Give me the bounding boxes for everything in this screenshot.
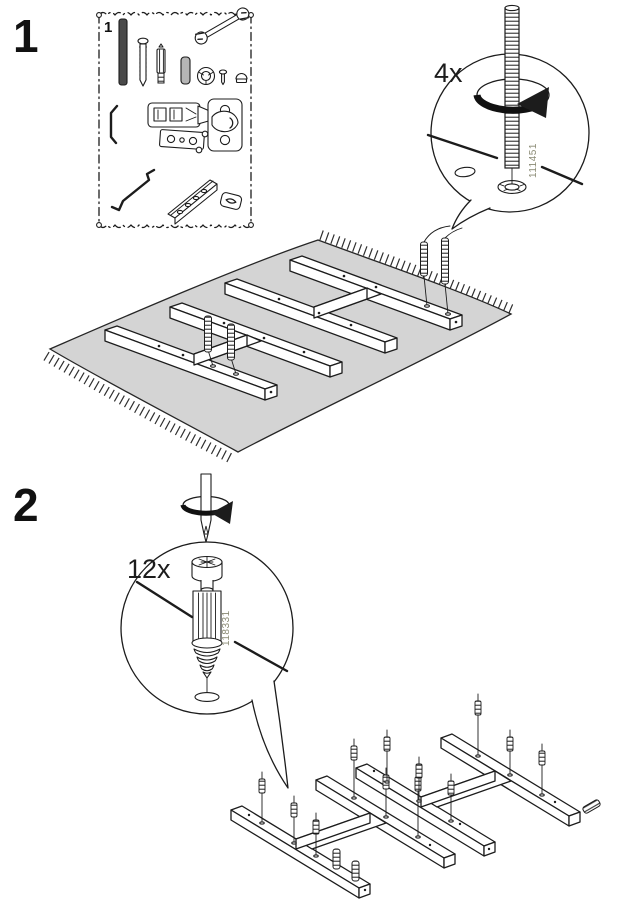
dowel-pin bbox=[350, 738, 358, 800]
dowel-pin bbox=[538, 743, 546, 797]
dowel-pins bbox=[258, 693, 546, 858]
step-number: 2 bbox=[13, 479, 39, 531]
wrench-icon bbox=[194, 7, 250, 45]
cam-lock-icon bbox=[196, 66, 216, 86]
clip-icon bbox=[219, 192, 243, 210]
pilot-hole bbox=[497, 180, 527, 194]
dowel-pin bbox=[382, 767, 390, 819]
detail-bubble: 12x 118331 bbox=[120, 541, 294, 789]
parts-box-label: 1 bbox=[104, 19, 112, 36]
rod-stub bbox=[332, 848, 360, 882]
box-corner bbox=[96, 12, 102, 18]
quantity-label: 4x bbox=[434, 58, 463, 88]
allen-key-icon bbox=[109, 104, 119, 145]
oblong-hole bbox=[454, 166, 476, 178]
bent-rod-icon bbox=[110, 168, 156, 212]
threaded-rod-pin bbox=[204, 315, 216, 368]
parts-box-border bbox=[98, 11, 252, 229]
bubble-tail bbox=[251, 680, 289, 789]
box-corner bbox=[96, 222, 102, 228]
drawer-rail-icon bbox=[167, 179, 218, 225]
dowel-large bbox=[191, 555, 223, 702]
dowel-pin bbox=[258, 771, 266, 825]
parts-box: 1 bbox=[96, 7, 254, 229]
part-number-label: 111451 bbox=[528, 143, 539, 178]
dowel-screw-icon bbox=[156, 43, 166, 84]
threaded-rod-icon bbox=[118, 18, 128, 86]
hinge-plate-icon bbox=[207, 98, 243, 152]
mounting-rail-icon bbox=[159, 129, 209, 154]
rotation-arrow-icon bbox=[473, 87, 549, 118]
frame-right bbox=[355, 733, 581, 857]
threaded-rod-pin bbox=[227, 323, 239, 376]
box-corner bbox=[248, 12, 254, 18]
box-corner bbox=[248, 222, 254, 228]
small-screw-icon bbox=[218, 69, 228, 86]
panel-edge-lines bbox=[426, 133, 584, 186]
detail-bubble: 4x 111451 bbox=[426, 4, 590, 230]
threaded-rod-pin bbox=[420, 225, 451, 308]
frame-left bbox=[230, 775, 456, 899]
cap-nut-icon bbox=[235, 73, 248, 84]
quantity-label: 12x bbox=[127, 554, 171, 584]
bubble-tail bbox=[451, 199, 491, 230]
dowel-pin bbox=[506, 729, 514, 777]
dowel-pin bbox=[383, 729, 391, 784]
rotation-arrow-icon bbox=[180, 501, 233, 524]
part-number-label: 118331 bbox=[221, 610, 232, 646]
rod-stub bbox=[582, 799, 601, 814]
countersunk-screw-icon bbox=[137, 37, 149, 87]
panel-edge-lines bbox=[135, 580, 289, 673]
step-2: 2 bbox=[13, 473, 601, 899]
dowel-pin bbox=[312, 812, 320, 858]
screwdriver-icon bbox=[180, 473, 233, 543]
hinge-icon bbox=[147, 102, 213, 128]
step-number: 1 bbox=[13, 10, 39, 62]
dowel-pin bbox=[290, 795, 298, 845]
threaded-rod-pin bbox=[441, 227, 463, 316]
dowel-pin bbox=[447, 773, 455, 823]
dowel-pin bbox=[474, 693, 482, 758]
wood-dowel-icon bbox=[180, 56, 191, 85]
step-1: 1 1 bbox=[13, 4, 590, 464]
dowel-pin bbox=[415, 756, 423, 803]
threaded-rod-large bbox=[476, 4, 550, 185]
frame-right bbox=[224, 255, 463, 354]
